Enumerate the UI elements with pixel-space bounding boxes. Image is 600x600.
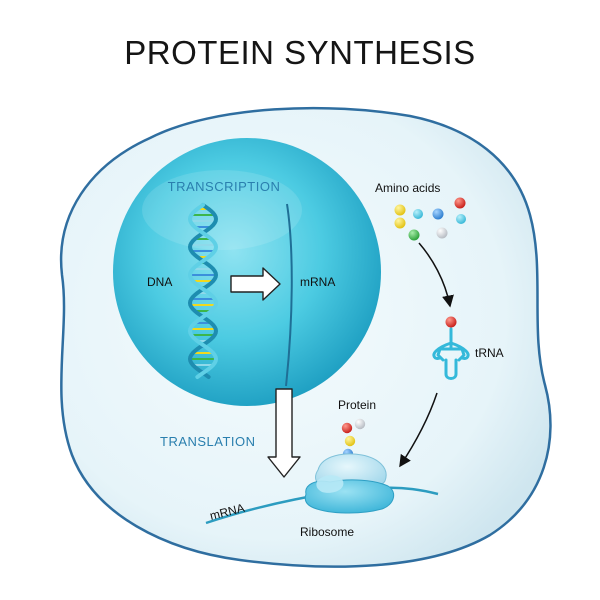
amino-acid-cyan-icon (413, 209, 423, 219)
amino-acid-red-icon (454, 197, 466, 209)
amino-acid-cyan-icon (456, 214, 466, 224)
trna-icon (432, 327, 470, 380)
protein-label: Protein (338, 398, 376, 412)
translation-arrow-icon (267, 388, 301, 478)
transcription-arrow-icon (230, 267, 281, 301)
amino-acid-green-icon (408, 229, 420, 241)
diagram-title: PROTEIN SYNTHESIS (124, 34, 476, 71)
dna-helix-icon (187, 203, 219, 379)
trna-amino-acid-red-icon (445, 316, 457, 328)
dna-label: DNA (147, 275, 172, 289)
protein-bead-grey-icon (354, 418, 366, 430)
amino-acids-cluster (394, 197, 466, 241)
ribosome-icon (304, 453, 395, 514)
dna-backbone-strand-2 (187, 203, 219, 379)
ribosome-label: Ribosome (300, 525, 354, 539)
amino-acids-label: Amino acids (375, 181, 440, 195)
nucleus-mrna-strand (285, 203, 293, 387)
protein-bead-yellow-icon (344, 435, 356, 447)
nucleus (113, 138, 381, 406)
trna-label: tRNA (475, 346, 504, 360)
nucleus-mrna-label: mRNA (300, 275, 335, 289)
amino-to-trna-arrow (418, 242, 454, 308)
protein-bead-red-icon (341, 422, 353, 434)
amino-acid-yellow-icon (394, 204, 406, 216)
transcription-label: TRANSCRIPTION (168, 179, 281, 194)
trna-to-ribosome-arrow (399, 392, 438, 468)
translation-label: TRANSLATION (160, 434, 256, 449)
amino-acid-yellow-icon (394, 217, 406, 229)
amino-acid-grey-icon (436, 227, 448, 239)
nucleus-highlight (142, 170, 302, 250)
amino-acid-blue-icon (432, 208, 444, 220)
